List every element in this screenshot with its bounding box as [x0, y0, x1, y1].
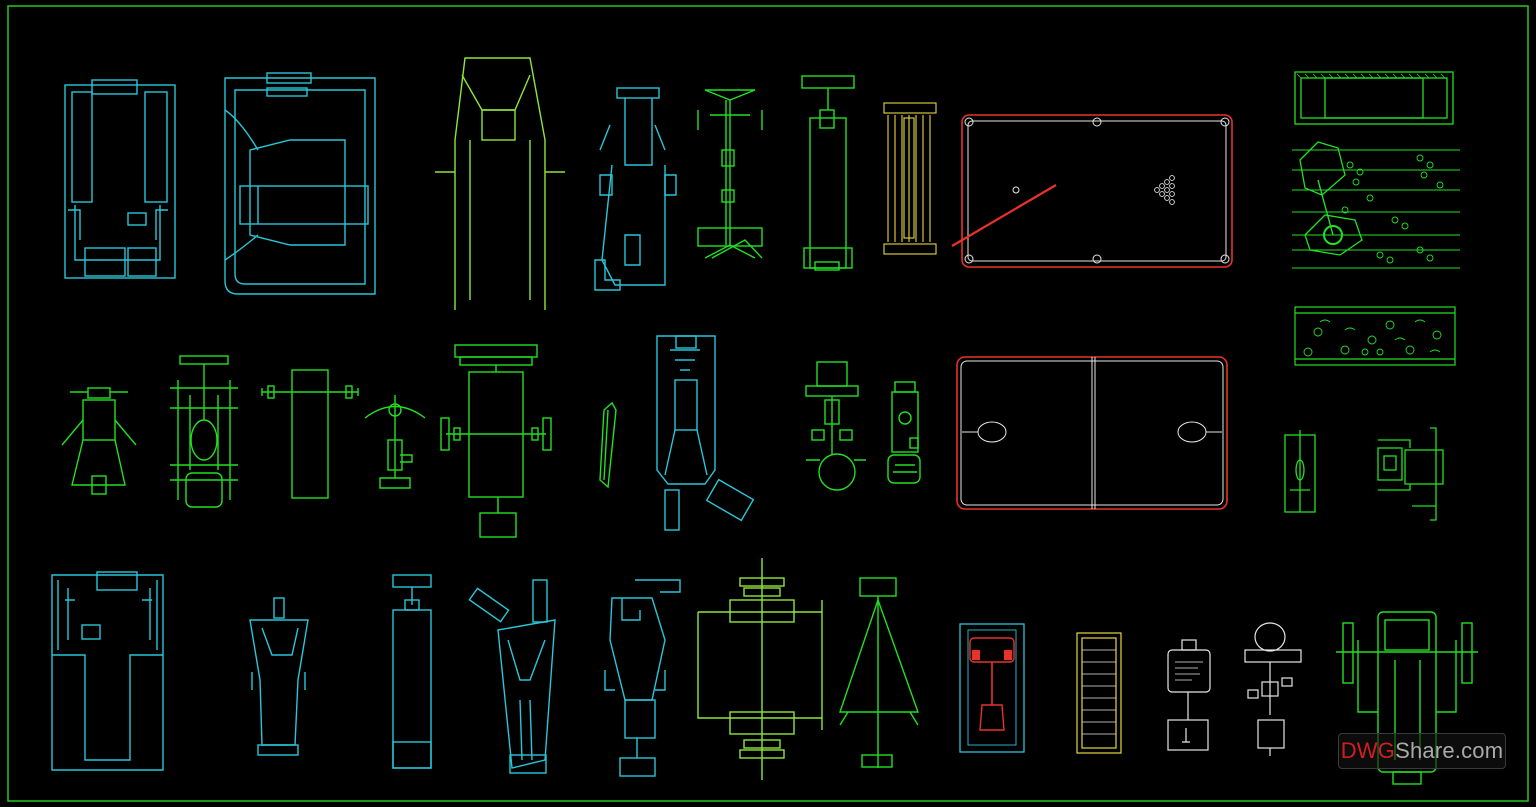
- pull-up-station: [801, 75, 855, 271]
- ab-crunch-machine: [61, 387, 137, 495]
- billiard-table: [951, 114, 1233, 268]
- watermark-brand-prefix: DWG: [1340, 738, 1396, 763]
- vertical-press-tower: [392, 574, 432, 769]
- bench-press-station: [440, 344, 552, 538]
- garden-planter-strip: [1294, 306, 1456, 366]
- multi-gym-station: [170, 355, 238, 508]
- rowing-rack: [883, 102, 937, 255]
- weight-bench-bar: [261, 369, 359, 499]
- treadmill: [435, 57, 565, 310]
- leg-press-red: [959, 623, 1025, 753]
- power-rack-large: [51, 571, 164, 771]
- landscape-garden-plan: [1292, 141, 1460, 269]
- leg-extension-machine: [1377, 427, 1444, 521]
- stationary-bike: [805, 361, 866, 491]
- pec-deck-machine: [364, 395, 426, 489]
- planter-bench: [1294, 71, 1454, 125]
- folded-handle: [599, 401, 617, 489]
- table-tennis-table: [956, 356, 1228, 510]
- watermark-brand-suffix: Share.com: [1395, 738, 1504, 763]
- smith-machine: [224, 72, 376, 295]
- spin-bike: [887, 381, 921, 484]
- chest-press-machine: [594, 87, 677, 291]
- small-dip-station: [1284, 430, 1316, 513]
- lat-pulldown-machine: [656, 335, 755, 531]
- elliptical-trainer: [1167, 639, 1211, 751]
- dwgshare-watermark: DWGShare.com: [1338, 733, 1506, 769]
- hack-squat-machine: [249, 597, 309, 756]
- drawing-border: [7, 5, 1529, 802]
- tripod-stand: [839, 577, 919, 768]
- cable-crossover-tower: [604, 579, 681, 777]
- cable-column: [697, 89, 763, 259]
- barbell-rack: [697, 558, 823, 780]
- leg-press-machine: [64, 79, 176, 279]
- incline-leg-press: [468, 579, 556, 774]
- upright-bike: [1244, 622, 1302, 756]
- stair-climber: [1076, 632, 1122, 754]
